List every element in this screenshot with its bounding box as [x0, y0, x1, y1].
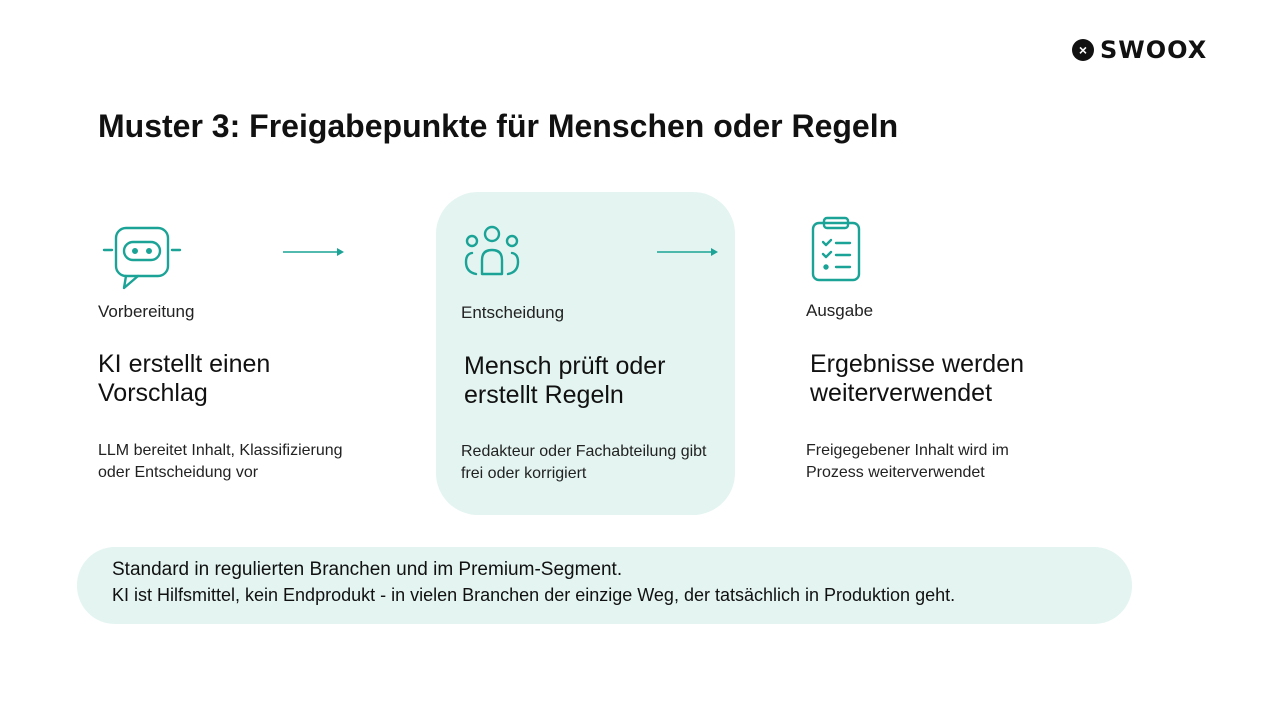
note-line-1: Standard in regulierten Branchen und im … [112, 559, 623, 580]
people-group-icon [464, 225, 520, 276]
step-label-ausgabe: Ausgabe [806, 301, 874, 320]
step-description-entscheidung: Redakteur oder Fachabteilung gibt frei o… [461, 443, 707, 482]
clipboard-checklist-icon [811, 216, 861, 282]
step-description-vorbereitung: LLM bereitet Inhalt, Klassifizierung ode… [98, 442, 343, 481]
page-title: Muster 3: Freigabepunkte für Menschen od… [98, 108, 899, 144]
robot-chat-icon [102, 226, 182, 290]
logo-mark-icon: × [1072, 39, 1094, 61]
highlight-panel [436, 192, 735, 515]
step-description-ausgabe: Freigegebener Inhalt wird im Prozess wei… [806, 442, 1009, 481]
brand-logo: × SWOOX [1072, 36, 1207, 64]
arrow-right-icon [657, 248, 718, 256]
note-line-2: KI ist Hilfsmittel, kein Endprodukt - in… [112, 585, 956, 605]
note-box [77, 547, 1132, 624]
step-heading-vorbereitung: KI erstellt einen Vorschlag [98, 350, 271, 407]
step-label-entscheidung: Entscheidung [461, 303, 565, 322]
logo-text: SWOOX [1100, 36, 1208, 64]
arrow-right-icon [283, 248, 344, 256]
step-heading-ausgabe: Ergebnisse werden weiterverwendet [810, 350, 1025, 407]
step-heading-entscheidung: Mensch prüft oder erstellt Regeln [464, 352, 666, 409]
step-label-vorbereitung: Vorbereitung [98, 302, 195, 321]
